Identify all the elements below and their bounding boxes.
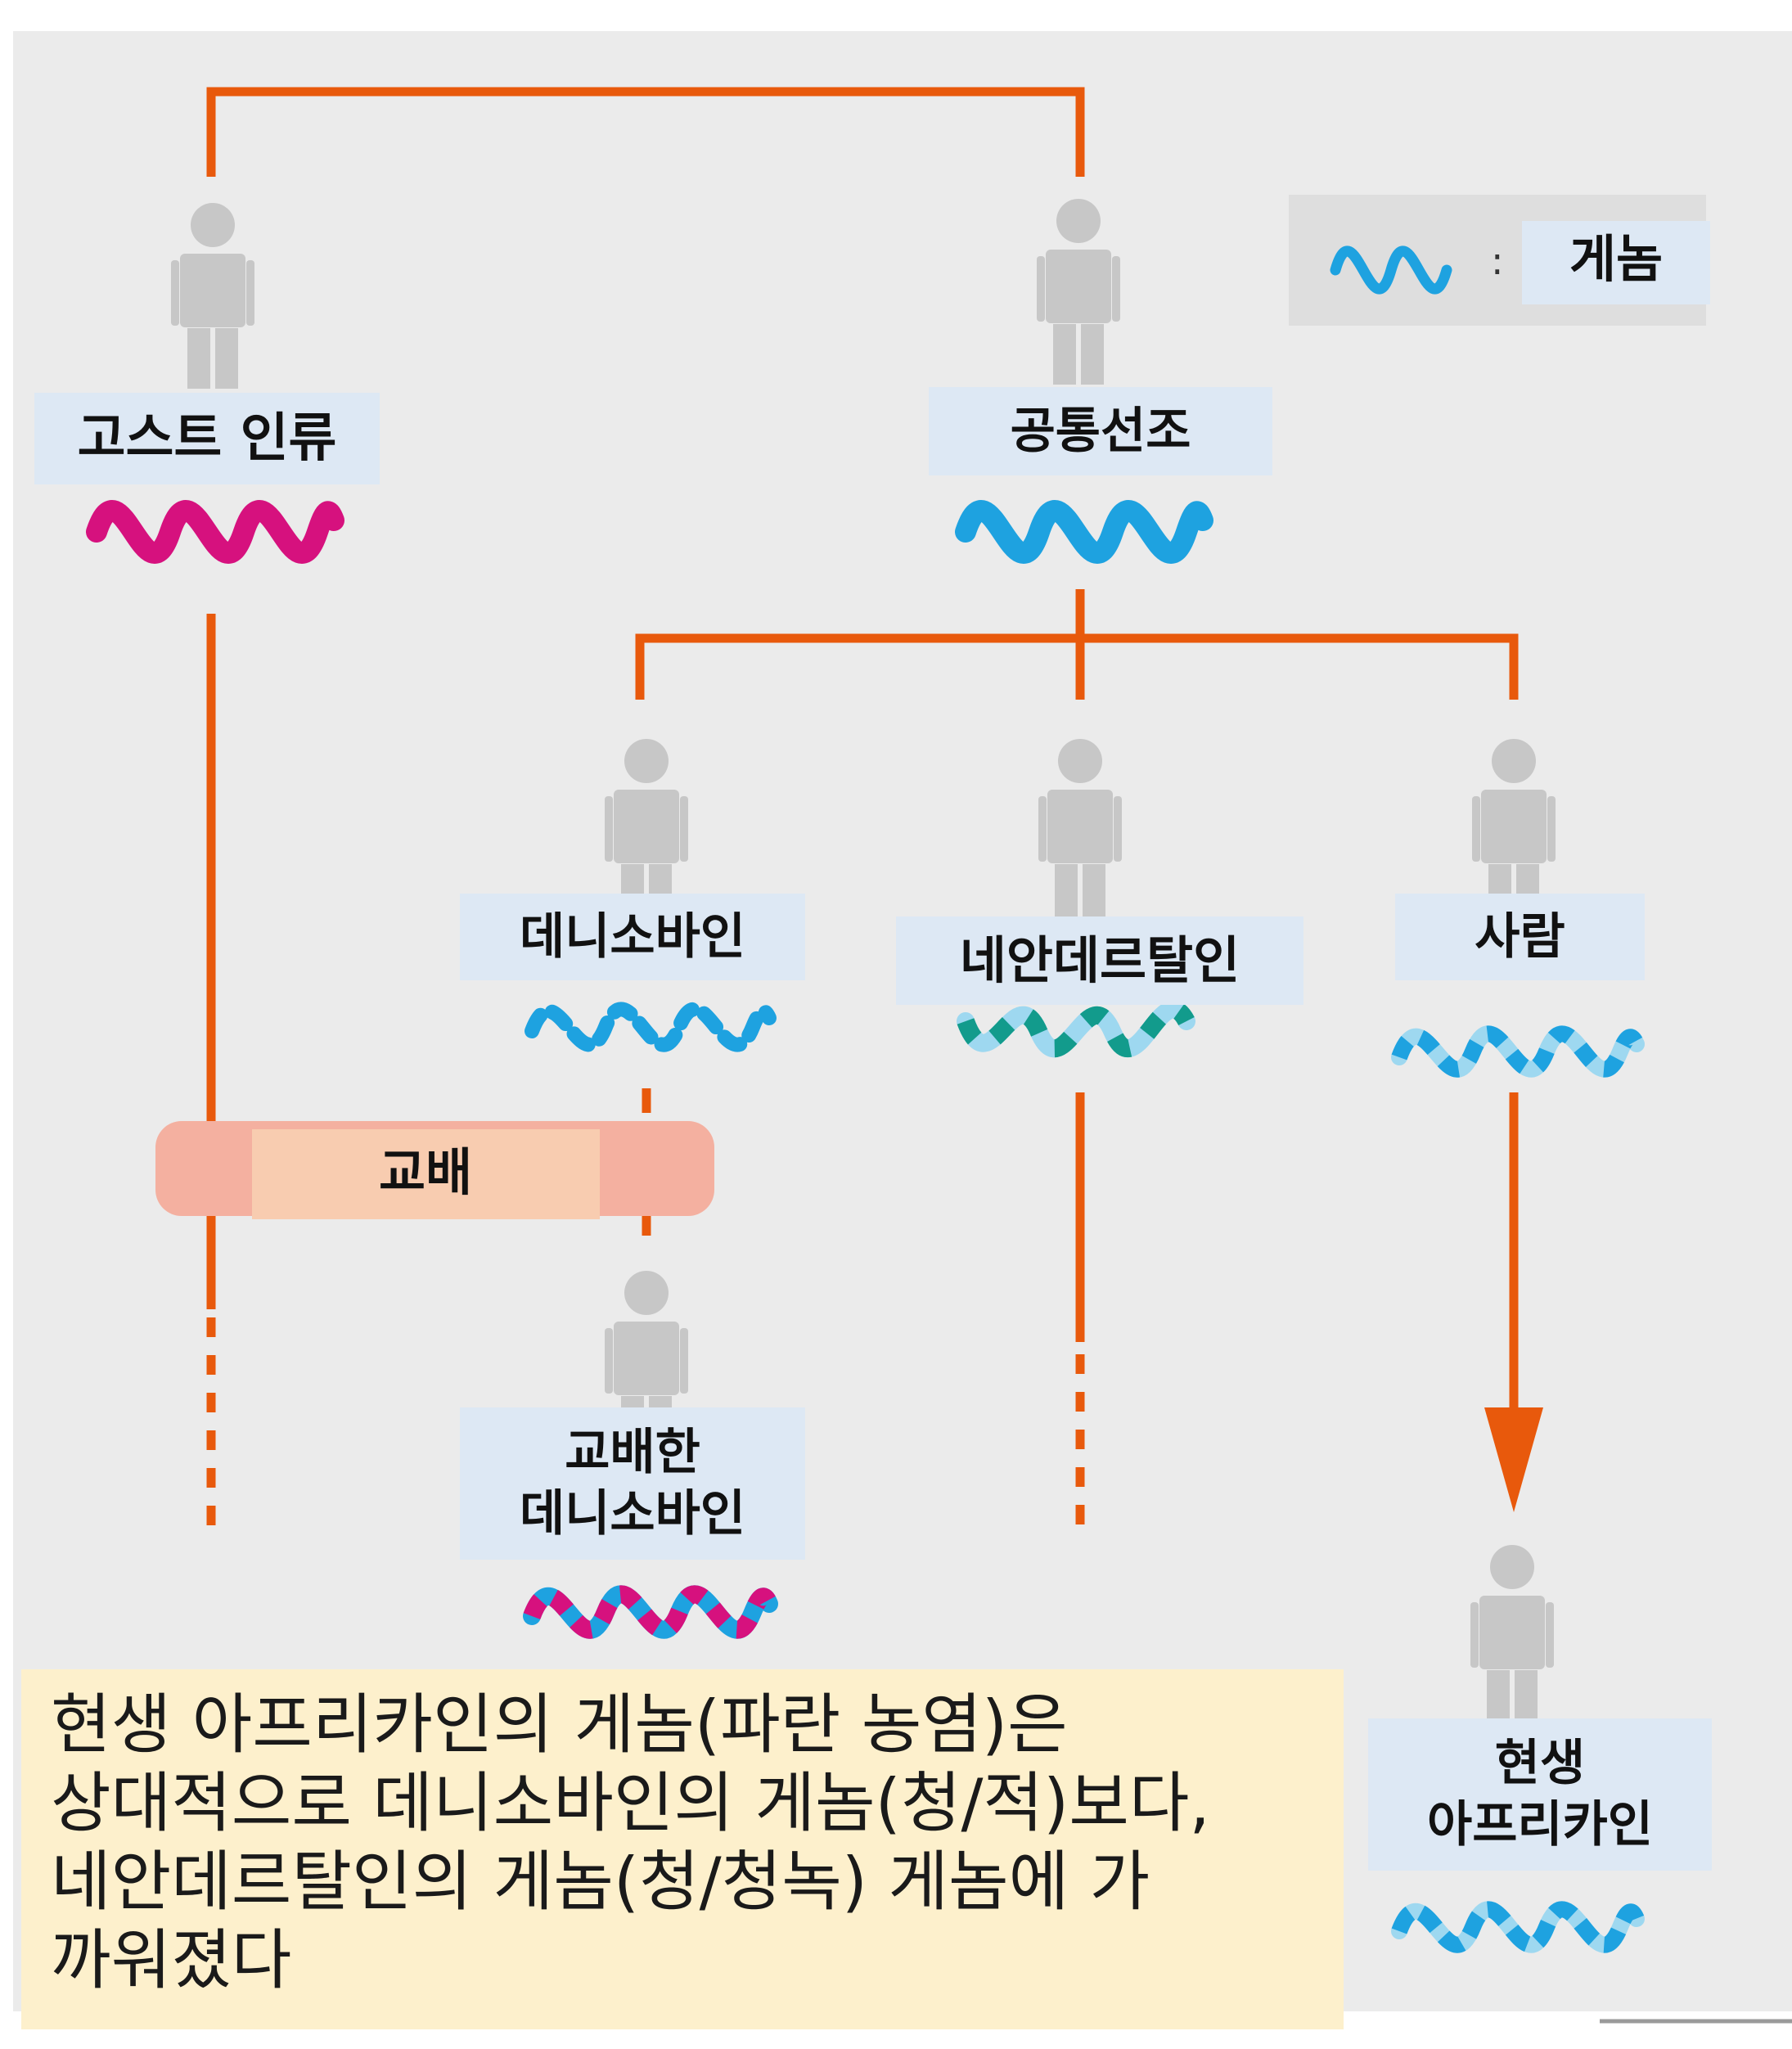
ghost-genome-icon	[86, 500, 344, 564]
hybrid-denisovan-label: 교배한 데니소바인	[460, 1407, 805, 1560]
common-ancestor-label: 공통선조	[929, 387, 1272, 475]
neanderthal-genome-icon	[957, 1000, 1195, 1058]
modern-african-label: 현생 아프리카인	[1368, 1718, 1712, 1871]
neanderthal-label: 네안데르탈인	[896, 916, 1303, 1005]
modern-african-genome-icon	[1391, 1901, 1645, 1953]
legend-label-box	[1522, 221, 1710, 304]
arrow-down-icon	[1484, 1407, 1543, 1512]
note-line-2: 상대적으로 데니소바인의 게놈(청/적)보다,	[51, 1765, 1210, 1841]
legend-label: 게놈	[1569, 229, 1663, 289]
human-genome-icon	[1391, 1025, 1645, 1078]
legend-separator: :	[1491, 239, 1504, 283]
hybrid-genome-icon	[523, 1585, 778, 1639]
hybrid-label-line-2: 데니소바인	[520, 1485, 745, 1542]
denisovan-label: 데니소바인	[460, 894, 805, 980]
explanation-note: 현생 아프리카인의 게놈(파란 농염)은 상대적으로 데니소바인의 게놈(청/적…	[21, 1669, 1344, 2029]
mating-label-box	[252, 1129, 600, 1219]
mating-label: 교배	[379, 1142, 472, 1202]
denisovan-genome-icon	[525, 1002, 777, 1052]
top-bracket-line	[206, 87, 1085, 177]
ghost-population-label: 고스트 인류	[34, 393, 380, 484]
note-line-4: 까워졌다	[51, 1922, 292, 1998]
ancestor-genome-icon	[955, 500, 1213, 564]
modern-african-label-line-1: 현생	[1494, 1735, 1586, 1792]
human-label: 사람	[1395, 894, 1645, 980]
hybrid-label-line-1: 교배한	[565, 1424, 700, 1481]
note-line-1: 현생 아프리카인의 게놈(파란 농염)은	[51, 1686, 1068, 1763]
legend-genome-icon	[1330, 245, 1452, 295]
modern-african-label-line-2: 아프리카인	[1427, 1796, 1653, 1853]
note-line-3: 네안데르탈인의 게놈(청/청녹) 게놈에 가	[51, 1844, 1150, 1920]
